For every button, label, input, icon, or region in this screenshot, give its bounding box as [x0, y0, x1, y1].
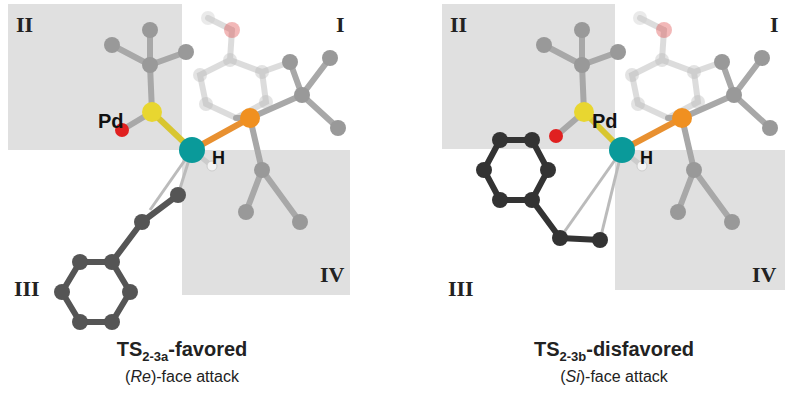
quadrant-number: I	[336, 12, 345, 37]
quadrant-number-group: III	[14, 276, 40, 302]
quadrant-shade	[442, 4, 615, 149]
ts-title: TS	[534, 338, 560, 360]
right-molecule	[476, 11, 778, 248]
ts-title-group: TS2-3a-favored	[117, 338, 248, 364]
quadrant-shade	[615, 150, 785, 290]
atom-label-group: H	[640, 148, 653, 169]
quadrant-number: II	[16, 12, 33, 37]
left-molecule	[54, 11, 346, 330]
face-caption: Si	[566, 368, 580, 385]
quadrant-shade	[8, 4, 182, 150]
atom-label-group: H	[212, 148, 225, 169]
quadrant-number: II	[450, 12, 467, 37]
quadrant-number: III	[448, 276, 474, 301]
quadrant-number-group: IV	[320, 262, 344, 288]
face-caption: (	[125, 368, 130, 385]
ts-title: -favored	[168, 338, 247, 360]
quadrant-number: III	[14, 276, 40, 301]
atom-label: H	[212, 148, 225, 168]
face-caption-group: (Si)-face attack	[560, 368, 668, 386]
quadrant-number: IV	[752, 262, 776, 287]
ts-title: 2-3b	[560, 349, 587, 364]
quadrant-number-group: IV	[752, 262, 776, 288]
atom-label: Pd	[98, 110, 124, 132]
quadrant-number: IV	[320, 262, 344, 287]
atom-label-group: Pd	[592, 110, 618, 133]
atom-label: H	[640, 148, 653, 168]
quadrant-number-group: III	[448, 276, 474, 302]
quadrant-number-group: II	[450, 12, 467, 38]
ts-title: 2-3a	[142, 349, 168, 364]
face-caption: Re	[130, 368, 150, 385]
ts-title: TS	[117, 338, 143, 360]
quadrant-shade	[182, 150, 350, 295]
atom-label: Pd	[592, 110, 618, 132]
atom-label-group: Pd	[98, 110, 124, 133]
face-caption: )-face attack	[580, 368, 668, 385]
quadrant-number: I	[770, 12, 779, 37]
ts-title: -disfavored	[586, 338, 694, 360]
face-caption: (	[560, 368, 565, 385]
quadrant-number-group: II	[16, 12, 33, 38]
face-caption-group: (Re)-face attack	[125, 368, 239, 386]
face-caption: )-face attack	[151, 368, 239, 385]
quadrant-number-group: I	[336, 12, 345, 38]
ts-title-group: TS2-3b-disfavored	[534, 338, 694, 364]
quadrant-number-group: I	[770, 12, 779, 38]
